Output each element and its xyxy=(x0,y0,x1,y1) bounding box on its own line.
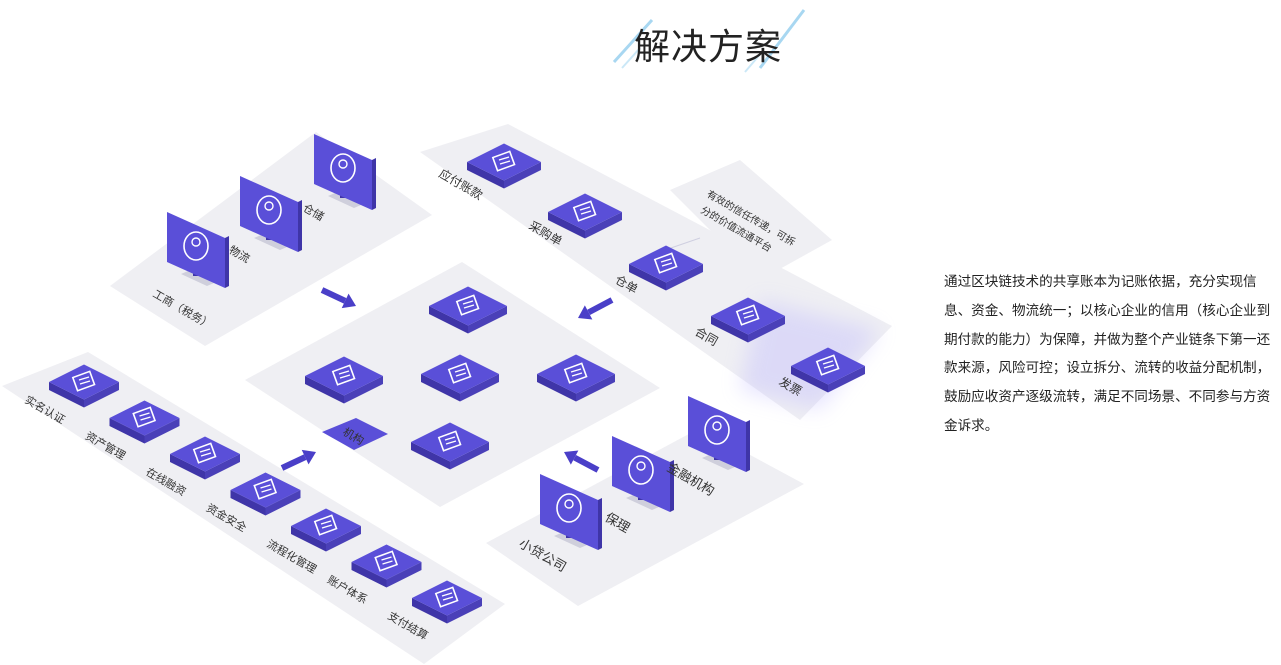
section-title: 解决方案 xyxy=(600,6,820,76)
arrow-bottom-right-to-center xyxy=(564,450,600,473)
top-right-tile-2 xyxy=(548,193,622,239)
bottom-left-tile-7 xyxy=(412,580,482,624)
top-right-tile-3 xyxy=(629,245,703,291)
document-list-icon xyxy=(572,200,597,222)
bank-icon xyxy=(437,430,462,452)
invoice-icon xyxy=(815,354,840,376)
arrow-bottom-left-to-center xyxy=(280,449,316,471)
flowchart-icon xyxy=(313,514,338,536)
bank-icon xyxy=(455,294,480,316)
bottom-left-tile-6 xyxy=(351,544,422,588)
center-label-tag xyxy=(322,418,388,450)
center-bank-tile-2 xyxy=(305,356,383,404)
solution-diagram: 工商（税务）物流仓储应付账款采购单仓单合同发票有效的信任传递，可拆分的价值流通平… xyxy=(2,124,892,664)
coin-circle-icon xyxy=(192,442,217,464)
top-left-tile-3 xyxy=(314,134,376,210)
document-search-icon xyxy=(653,252,678,274)
top-right-tile-5 xyxy=(791,347,865,393)
id-card-icon xyxy=(71,370,96,392)
bottom-left-tile-1 xyxy=(49,364,119,408)
top-right-tile-4 xyxy=(711,297,785,343)
top-right-tile-1 xyxy=(467,143,541,189)
bottom-right-platform xyxy=(486,428,804,606)
bottom-left-tile-2 xyxy=(109,400,180,444)
bank-icon xyxy=(331,364,356,386)
yen-shield-icon xyxy=(253,478,278,500)
ledger-icon xyxy=(132,406,157,428)
group-icon xyxy=(556,493,582,523)
document-icon xyxy=(491,150,516,172)
center-bank-tile-3 xyxy=(421,354,499,402)
payment-icon xyxy=(434,586,459,608)
bank-icon xyxy=(563,362,588,384)
arrow-top-right-to-center xyxy=(578,297,614,320)
bottom-right-tile-1 xyxy=(540,474,602,550)
building-icon xyxy=(330,153,356,183)
person-card-icon xyxy=(183,231,209,261)
group-icon xyxy=(704,415,730,445)
center-bank-tile-1 xyxy=(429,286,507,334)
bottom-left-tile-5 xyxy=(291,508,361,552)
person-circle-icon xyxy=(256,195,282,225)
bank-icon xyxy=(447,362,472,384)
account-card-icon xyxy=(374,550,399,572)
center-bank-tile-5 xyxy=(411,422,489,470)
title-decoration xyxy=(612,9,806,73)
top-left-tile-2 xyxy=(240,176,302,252)
bottom-left-tile-4 xyxy=(230,472,301,516)
bottom-left-tile-3 xyxy=(170,436,240,480)
bottom-right-tile-2 xyxy=(612,436,674,512)
top-left-tile-1 xyxy=(167,212,229,288)
note-platform xyxy=(670,160,832,280)
document-seal-icon xyxy=(735,304,760,326)
page-title: 解决方案 xyxy=(634,27,783,68)
center-bank-tile-4 xyxy=(537,354,615,402)
arrow-top-left-to-center xyxy=(320,287,356,309)
group-icon xyxy=(628,455,654,485)
solution-description: 通过区块链技术的共享账本为记账依据，充分实现信息、资金、物流统一；以核心企业的信… xyxy=(944,274,1271,434)
bottom-right-tile-3 xyxy=(688,396,750,472)
